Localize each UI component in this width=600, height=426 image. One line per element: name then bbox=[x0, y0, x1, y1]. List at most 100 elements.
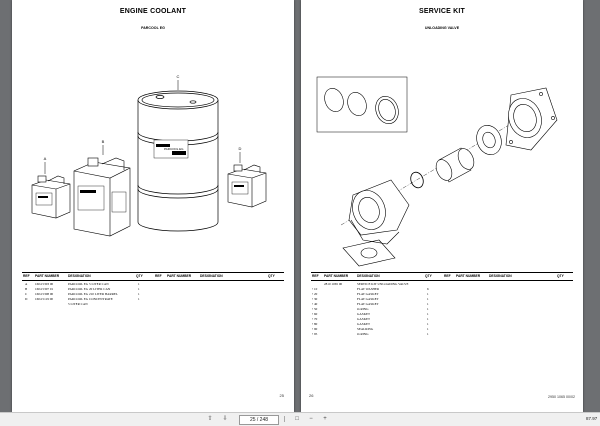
table-row: • 40 FLAT GASKET 1 bbox=[311, 302, 573, 307]
row-designation: PARCOOL EG 20 LITER CAN bbox=[68, 287, 111, 291]
row-qty: 1 bbox=[427, 332, 429, 336]
col-designation: DESIGNATION bbox=[357, 274, 380, 279]
callout-c: C bbox=[177, 74, 180, 79]
col-ref-2: REF bbox=[444, 274, 451, 279]
row-qty: 1 bbox=[427, 317, 429, 321]
col-part-number: PART NUMBER bbox=[324, 274, 349, 279]
col-part-number-2: PART NUMBER bbox=[167, 274, 192, 279]
table-row: • 10 FLAT WASHER 6 bbox=[311, 287, 573, 292]
table-row: • 20 FLAT GASKET 1 bbox=[311, 292, 573, 297]
can-20-liter bbox=[73, 157, 131, 237]
row-ref: • 50 bbox=[312, 307, 318, 311]
row-designation: FLAT GASKET bbox=[357, 302, 379, 306]
table-row: • 90 SEALRING 1 bbox=[311, 327, 573, 332]
table-row: D 1604 5119 00 PARCOOL EG CONCENTRATE 1 bbox=[22, 297, 284, 302]
callout-b: B bbox=[102, 139, 105, 144]
o-ring bbox=[410, 171, 424, 189]
row-qty: 6 bbox=[427, 287, 429, 291]
table-row: A 1604 5303 00 PARCOOL EG 5 LITER CAN 1 bbox=[22, 282, 284, 287]
unloading-valve-exploded-view bbox=[316, 76, 558, 267]
barrel-drum bbox=[137, 90, 219, 232]
document-number: 2950 1065 00/02 bbox=[548, 395, 575, 399]
row-qty: 1 bbox=[427, 307, 429, 311]
row-designation: GASKET bbox=[357, 322, 371, 326]
viewer-toolbar: ⇧ ⇩ 25 / 248 □ − + 87.97 bbox=[0, 412, 600, 426]
table-row: C 1604 5308 00 PARCOOL EG 210 LITER BARR… bbox=[22, 292, 284, 297]
coolant-containers-illustration: C A B D PARCOOL EG bbox=[31, 74, 267, 237]
page-up-icon[interactable]: ⇧ bbox=[207, 416, 213, 422]
can-concentrate bbox=[227, 164, 267, 208]
right-page-number: 26 bbox=[309, 393, 314, 398]
row-ref: B bbox=[25, 287, 28, 291]
row-ref: • 40 bbox=[312, 302, 318, 306]
col-part-number: PART NUMBER bbox=[35, 274, 60, 279]
table-row: B 1604 5307 01 PARCOOL EG 20 LITER CAN 1 bbox=[22, 287, 284, 292]
col-ref-2: REF bbox=[155, 274, 162, 279]
row-ref: • 10 bbox=[312, 287, 318, 291]
row-ref: • 70 bbox=[312, 317, 318, 321]
row-ref: D bbox=[25, 297, 28, 301]
row-qty: 1 bbox=[427, 322, 429, 326]
col-designation-2: DESIGNATION bbox=[489, 274, 512, 279]
table-row: • 30 FLAT GASKET 1 bbox=[311, 297, 573, 302]
right-page-subtitle: UNLOADING VALVE bbox=[424, 26, 460, 30]
left-page-number: 25 bbox=[279, 393, 284, 398]
cylinder-sleeve bbox=[435, 147, 475, 183]
row-qty: 1 bbox=[427, 297, 429, 301]
can-5-liter bbox=[31, 175, 71, 219]
row-ref: • 60 bbox=[312, 312, 318, 316]
toolbar-divider bbox=[284, 416, 285, 422]
right-page: SERVICE KIT UNLOADING VALVE bbox=[301, 0, 583, 412]
row-designation: GASKET bbox=[357, 317, 371, 321]
left-parts-table-header: REF PART NUMBER DESIGNATION QTY REF PART… bbox=[22, 272, 284, 281]
page-number-input[interactable]: 25 / 248 bbox=[239, 415, 279, 425]
row-part: 1604 5303 00 bbox=[35, 282, 54, 286]
left-page-subtitle: PARCOOL EG bbox=[141, 26, 165, 30]
col-ref: REF bbox=[23, 274, 30, 279]
right-page-title: SERVICE KIT bbox=[418, 8, 466, 15]
row-designation: 5 LITER CAN bbox=[68, 302, 88, 306]
row-qty: 1 bbox=[138, 282, 140, 286]
zoom-out-icon[interactable]: − bbox=[309, 416, 313, 422]
row-ref: • 30 bbox=[312, 297, 318, 301]
row-designation: PARCOOL EG 210 LITER BARREL bbox=[68, 292, 118, 296]
row-qty: 1 bbox=[138, 287, 140, 291]
row-part: 1604 5308 00 bbox=[35, 292, 54, 296]
row-ref: • 20 bbox=[312, 292, 318, 296]
col-qty: QTY bbox=[425, 274, 432, 279]
col-part-number-2: PART NUMBER bbox=[456, 274, 481, 279]
page-down-icon[interactable]: ⇩ bbox=[222, 416, 228, 422]
drum-label: PARCOOL EG bbox=[164, 147, 184, 151]
row-qty: 1 bbox=[138, 297, 140, 301]
row-qty: 1 bbox=[427, 327, 429, 331]
row-ref: • 80 bbox=[312, 322, 318, 326]
zoom-level[interactable]: 87.97 bbox=[586, 416, 598, 421]
row-qty: 1 bbox=[427, 302, 429, 306]
valve-housing bbox=[505, 87, 558, 151]
row-designation: SERVICE KIT UNLOADING VALVE bbox=[357, 282, 409, 286]
row-designation: GASKET bbox=[357, 312, 371, 316]
row-designation: FLAT GASKET bbox=[357, 292, 379, 296]
row-ref: C bbox=[25, 292, 28, 296]
row-part: 1604 5119 00 bbox=[35, 297, 54, 301]
row-part: 1604 5307 01 bbox=[35, 287, 54, 291]
row-designation: O-RING bbox=[357, 332, 369, 336]
row-designation: SEALRING bbox=[357, 327, 374, 331]
col-qty-2: QTY bbox=[557, 274, 564, 279]
col-qty-2: QTY bbox=[268, 274, 275, 279]
row-designation: FLAT GASKET bbox=[357, 297, 379, 301]
fit-width-icon[interactable]: □ bbox=[295, 416, 299, 422]
flat-gaskets bbox=[324, 88, 399, 124]
row-qty: 1 bbox=[427, 292, 429, 296]
right-parts-table-header: REF PART NUMBER DESIGNATION QTY REF PART… bbox=[311, 272, 573, 281]
row-ref: • 90 bbox=[312, 327, 318, 331]
row-designation: FLAT WASHER bbox=[357, 287, 380, 291]
left-page: ENGINE COOLANT PARCOOL EG C A B D PARCOO… bbox=[12, 0, 294, 412]
col-qty: QTY bbox=[136, 274, 143, 279]
zoom-in-icon[interactable]: + bbox=[323, 416, 327, 422]
callout-a: A bbox=[44, 156, 47, 161]
